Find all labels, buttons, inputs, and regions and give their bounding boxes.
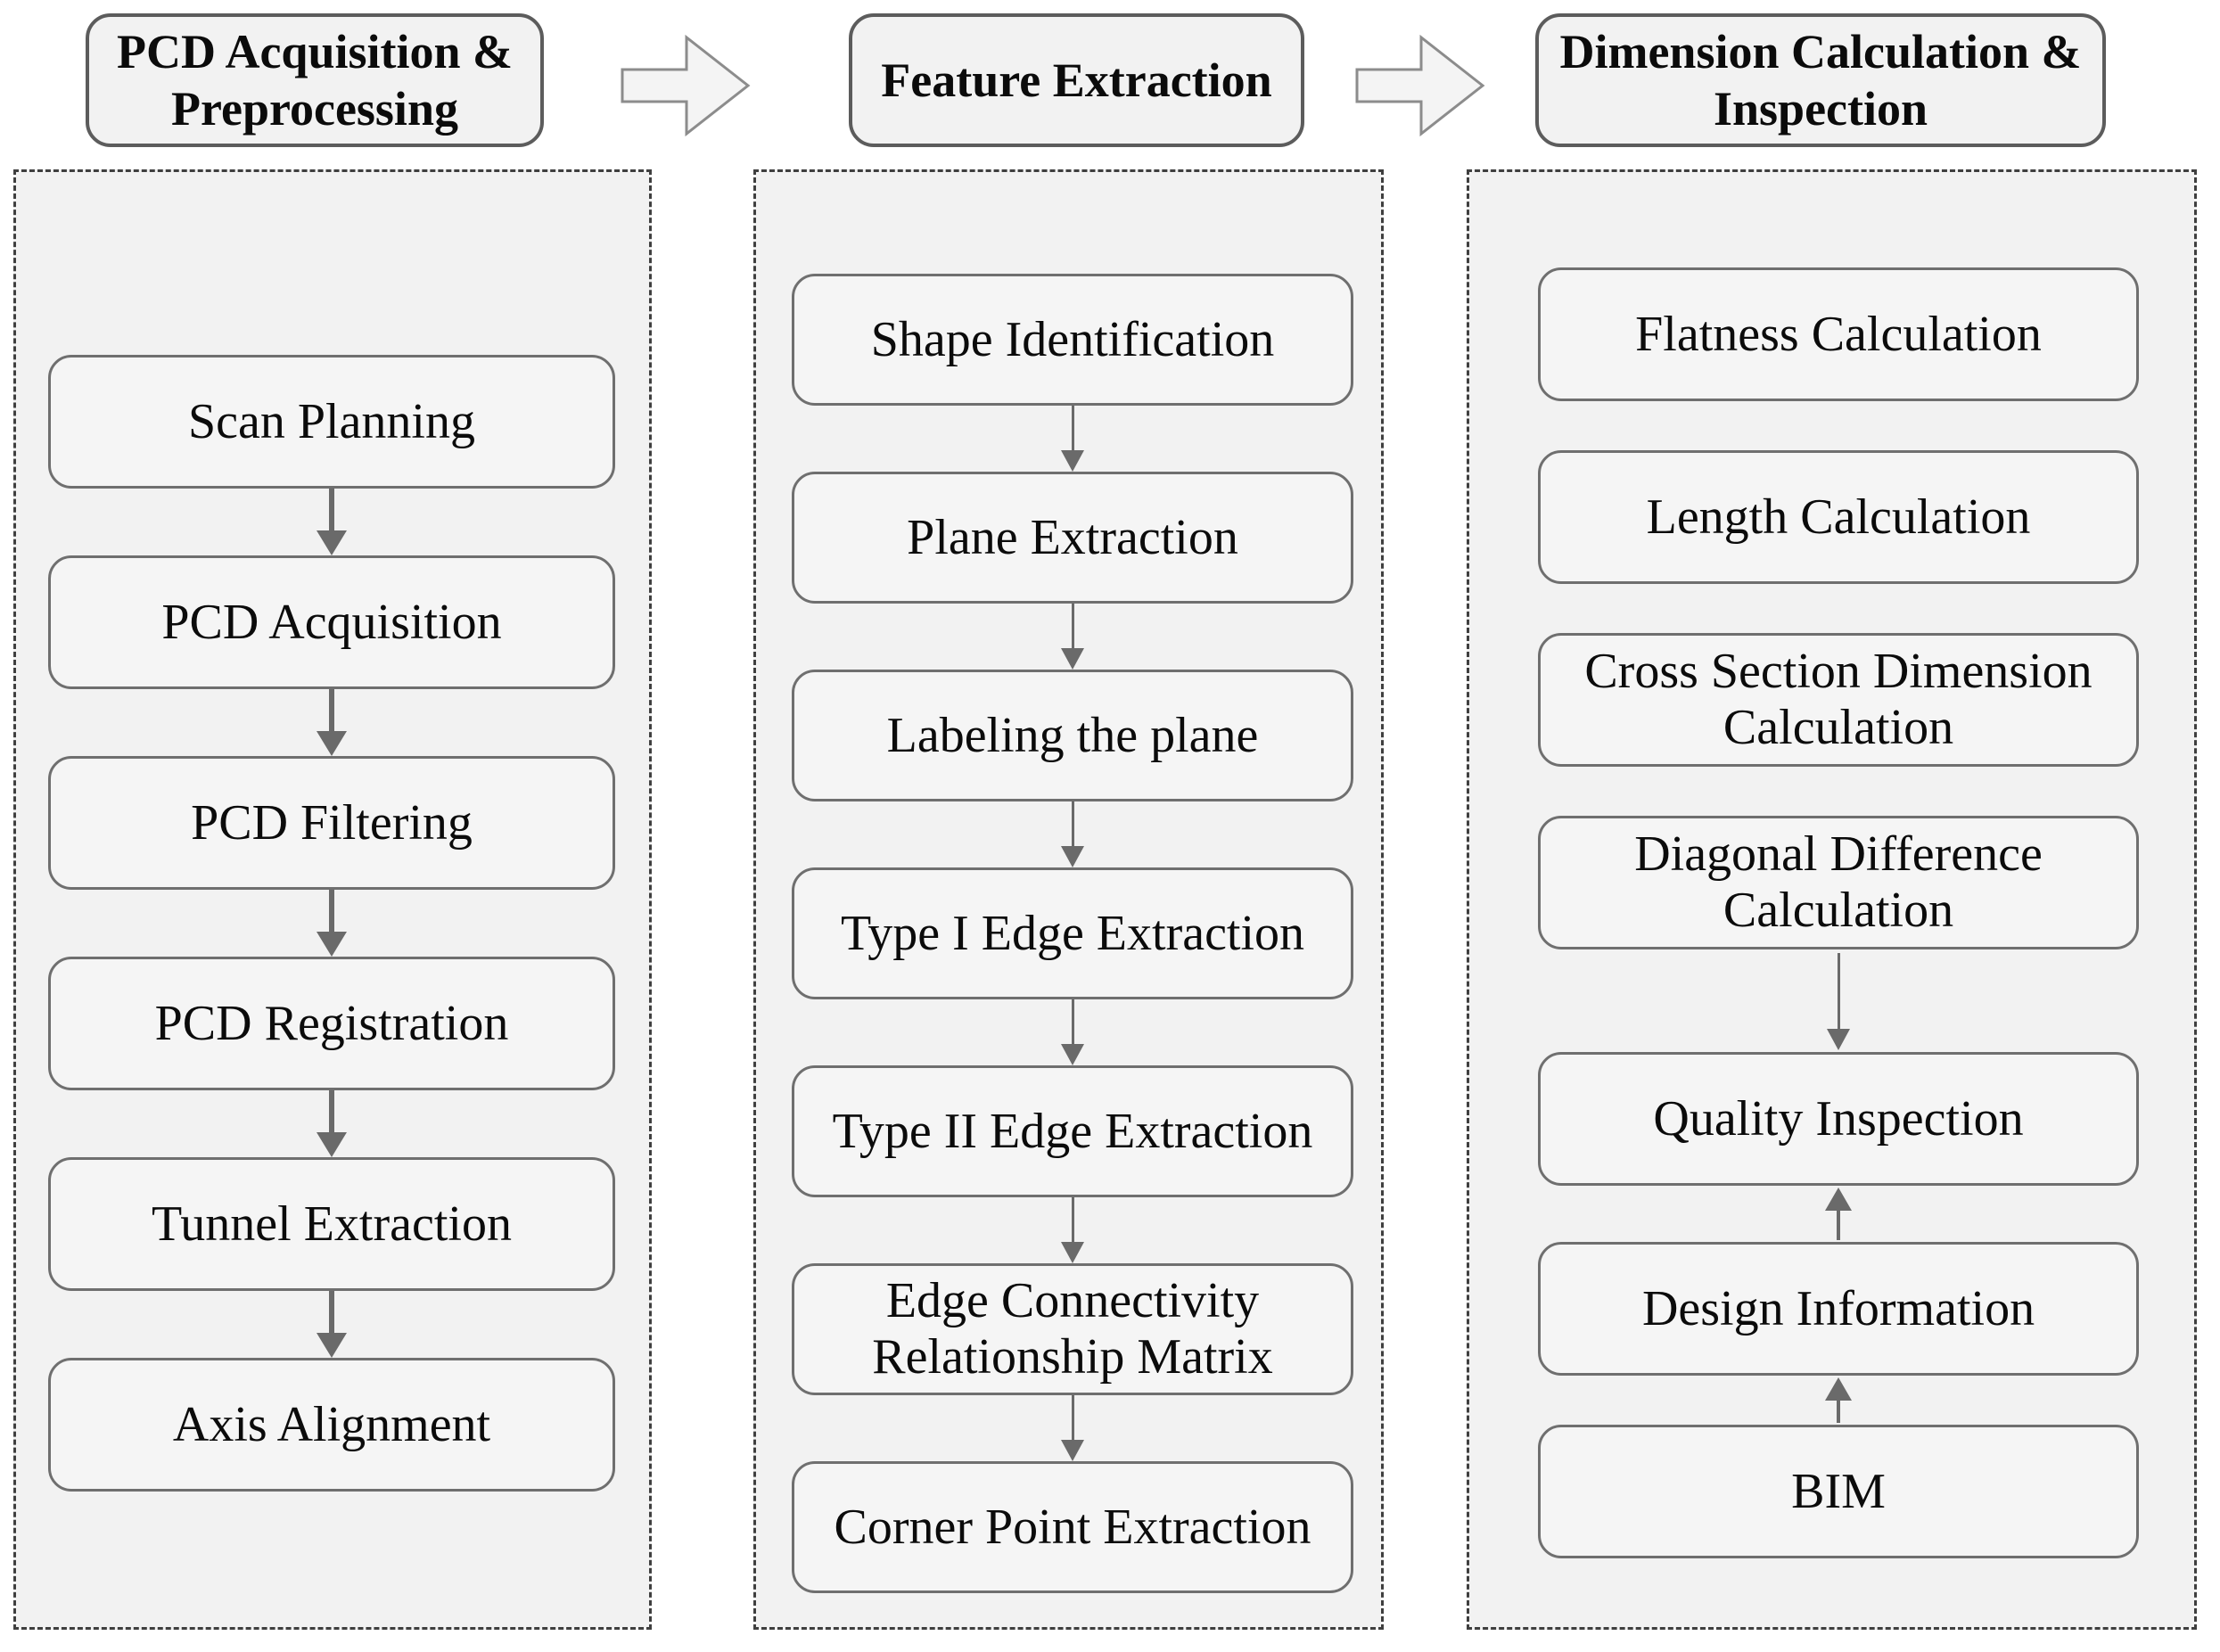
step-label: Shape Identification [870, 311, 1275, 367]
step-label: Axis Alignment [172, 1396, 491, 1452]
down-arrow-icon [316, 890, 348, 957]
step-labeling-the-plane: Labeling the plane [792, 670, 1353, 801]
down-arrow-icon [1057, 1197, 1089, 1263]
step-label: Scan Planning [188, 393, 475, 449]
step-label: Flatness Calculation [1635, 306, 2042, 362]
step-label: Labeling the plane [886, 707, 1259, 763]
step-length-calculation: Length Calculation [1538, 450, 2139, 584]
header-dimension-calculation-inspection: Dimension Calculation & Inspection [1535, 13, 2106, 147]
step-diagonal-difference-calculation: Diagonal Difference Calculation [1538, 816, 2139, 949]
step-label: Design Information [1641, 1280, 2035, 1336]
down-arrow-icon [316, 1090, 348, 1157]
stage-container-pcd-acquisition-preprocessing: Scan Planning PCD Acquisition PCD Filter… [13, 169, 652, 1630]
step-label: Edge Connectivity [885, 1273, 1260, 1328]
header-label: Preprocessing [171, 82, 458, 136]
step-axis-alignment: Axis Alignment [48, 1358, 615, 1492]
step-scan-planning: Scan Planning [48, 355, 615, 489]
up-arrow-icon [1825, 1377, 1852, 1423]
down-arrow-icon [1057, 604, 1089, 670]
step-label: Calculation [1723, 700, 1954, 755]
step-pcd-acquisition: PCD Acquisition [48, 555, 615, 689]
step-tunnel-extraction: Tunnel Extraction [48, 1157, 615, 1291]
step-label: Quality Inspection [1653, 1090, 2024, 1147]
stage-container-feature-extraction: Shape Identification Plane Extraction La… [753, 169, 1384, 1630]
header-label: Inspection [1713, 82, 1928, 136]
down-arrow-icon [1057, 1395, 1089, 1461]
header-label: Dimension Calculation & [1559, 25, 2082, 78]
step-type-ii-edge-extraction: Type II Edge Extraction [792, 1065, 1353, 1197]
step-label: Type I Edge Extraction [840, 905, 1305, 961]
flow-arrow-right-icon [1355, 34, 1485, 137]
step-flatness-calculation: Flatness Calculation [1538, 267, 2139, 401]
step-label: Cross Section Dimension [1584, 644, 2093, 699]
step-label: PCD Acquisition [161, 594, 502, 650]
step-label: Plane Extraction [907, 509, 1238, 565]
step-label: Type II Edge Extraction [832, 1103, 1313, 1159]
step-bim: BIM [1538, 1425, 2139, 1558]
up-arrow-icon [1825, 1188, 1852, 1240]
header-pcd-acquisition-preprocessing: PCD Acquisition & Preprocessing [86, 13, 544, 147]
down-arrow-icon [316, 489, 348, 555]
down-arrow-icon [1057, 406, 1089, 472]
step-shape-identification: Shape Identification [792, 274, 1353, 406]
step-label: Length Calculation [1646, 489, 2031, 545]
header-feature-extraction: Feature Extraction [849, 13, 1304, 147]
step-label: Diagonal Difference [1634, 826, 2043, 882]
step-label: PCD Filtering [191, 794, 473, 851]
step-design-information: Design Information [1538, 1242, 2139, 1376]
down-arrow-icon [316, 1291, 348, 1358]
step-label: Corner Point Extraction [834, 1499, 1311, 1555]
step-corner-point-extraction: Corner Point Extraction [792, 1461, 1353, 1593]
step-label: Relationship Matrix [872, 1329, 1273, 1385]
step-type-i-edge-extraction: Type I Edge Extraction [792, 867, 1353, 999]
down-arrow-icon [1057, 999, 1089, 1065]
down-arrow-icon [1057, 801, 1089, 867]
stage-container-dimension-calculation-inspection: Flatness Calculation Length Calculation … [1467, 169, 2197, 1630]
header-label: PCD Acquisition & [116, 25, 514, 78]
down-arrow-icon [316, 689, 348, 756]
step-label: PCD Registration [154, 995, 509, 1051]
step-label: Calculation [1723, 883, 1954, 938]
step-label: BIM [1791, 1463, 1886, 1519]
step-pcd-registration: PCD Registration [48, 957, 615, 1090]
step-cross-section-dimension-calculation: Cross Section Dimension Calculation [1538, 633, 2139, 767]
flow-arrow-right-icon [621, 34, 751, 137]
step-label: Tunnel Extraction [152, 1196, 512, 1252]
step-edge-connectivity-relationship-matrix: Edge Connectivity Relationship Matrix [792, 1263, 1353, 1395]
down-arrow-icon [1827, 953, 1850, 1050]
step-quality-inspection: Quality Inspection [1538, 1052, 2139, 1186]
step-plane-extraction: Plane Extraction [792, 472, 1353, 604]
step-pcd-filtering: PCD Filtering [48, 756, 615, 890]
header-label: Feature Extraction [881, 53, 1272, 107]
